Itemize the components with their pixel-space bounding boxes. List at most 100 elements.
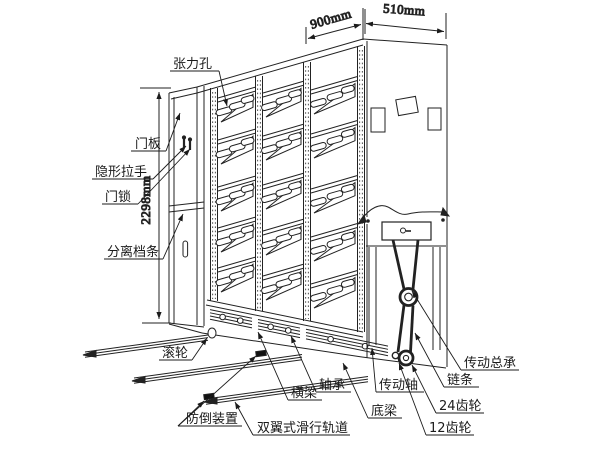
tension-hole-slot — [340, 84, 355, 94]
keyhole-icon — [400, 227, 411, 234]
rail-end-cap — [82, 349, 97, 358]
tension-hole-slot — [326, 238, 344, 248]
floor-rail — [205, 376, 369, 405]
upright-post — [210, 88, 218, 301]
shelf-row — [215, 216, 256, 253]
upright-post — [255, 76, 263, 311]
tension-hole-slot — [326, 190, 344, 200]
callouts: 张力孔 门板 隐形拉手 门锁 分离档条 滚轮 防倒装置 双翼式滑行轨道 横梁 轴… — [92, 57, 519, 436]
rail-end-cap — [131, 375, 146, 384]
shelf-row — [215, 175, 256, 212]
label-bearing: 轴承 — [319, 378, 345, 393]
bearing-leader — [290, 335, 317, 393]
tension-hole-leader — [218, 70, 228, 107]
label-door-panel: 门板 — [135, 137, 161, 152]
floor-rail — [133, 354, 303, 384]
shelf-row — [215, 128, 256, 165]
base-crossbeams — [209, 309, 253, 329]
shelf-row — [310, 223, 358, 262]
bearing-circle — [284, 327, 292, 334]
door-lock-leader — [137, 148, 191, 205]
base-crossbeams — [257, 318, 301, 339]
tension-hole-slot — [288, 181, 302, 191]
tension-hole-slot — [326, 285, 344, 295]
width-dimension-line — [307, 31, 335, 40]
tension-hole-slot — [288, 227, 302, 237]
tension-hole-slot — [326, 135, 344, 145]
label-anti-tip: 防倒装置 — [186, 411, 238, 427]
upright-post — [303, 62, 311, 321]
chain-upper-left — [391, 239, 406, 290]
bearing-circle — [267, 323, 274, 331]
door-assembly — [168, 86, 205, 328]
floor-tracks — [84, 334, 369, 405]
top-beam — [196, 38, 364, 94]
chain-leader — [414, 332, 445, 388]
label-door-lock: 门锁 — [105, 189, 131, 205]
chain-lower-left — [396, 304, 406, 353]
roller-leader — [191, 337, 208, 361]
bearing-circle — [219, 313, 226, 321]
hidden-handle-leader — [152, 145, 187, 180]
bearing-circle — [236, 317, 244, 324]
drive-mechanism — [381, 221, 432, 367]
card-holder — [370, 107, 386, 133]
roller-wheel — [207, 327, 217, 339]
label-gear-24: 24齿轮 — [439, 399, 482, 414]
label-drive-shaft: 传动轴 — [379, 378, 418, 393]
tension-hole-slot — [240, 136, 255, 146]
shelf-row — [310, 175, 358, 214]
tension-hole-slot — [310, 244, 327, 255]
tension-hole-slot — [340, 278, 355, 288]
shelf-row — [261, 80, 304, 118]
tension-hole-slot — [288, 272, 302, 282]
shelf-row — [261, 172, 304, 210]
tension-hole-slot — [326, 91, 344, 101]
door-panel-leader — [165, 112, 181, 152]
gear12-leader — [398, 362, 427, 436]
door-lock-slot — [182, 240, 189, 258]
depth-dimension: 510mm — [383, 1, 426, 19]
tension-hole-slot — [288, 132, 302, 142]
tension-hole-slot — [310, 97, 327, 108]
chain-lower-right — [409, 305, 415, 353]
bottom-beam-leader — [342, 362, 369, 419]
bearing-circle — [327, 335, 334, 343]
label-bottom-beam: 底梁 — [371, 403, 397, 419]
tension-hole-slot — [340, 128, 355, 138]
shelf-row — [215, 86, 256, 123]
tension-hole-slot — [340, 231, 355, 241]
slide-track-leader — [234, 401, 254, 436]
track-hardware — [82, 327, 267, 405]
shelf-row — [261, 218, 304, 256]
break-line-end — [440, 206, 451, 217]
label-tension-hole: 张力孔 — [173, 57, 212, 72]
break-line-wavy — [361, 205, 447, 220]
drive-shaft-leader — [370, 347, 377, 393]
label-slide-track: 双翼式滑行轨道 — [257, 421, 348, 436]
shelf-structure — [168, 46, 389, 358]
tension-hole-slot — [240, 183, 255, 193]
tension-hole-slot — [240, 94, 255, 104]
separator-strip-leader — [162, 213, 184, 260]
shelf-row — [261, 123, 304, 161]
shelf-row — [215, 256, 256, 293]
card-holder — [427, 107, 442, 131]
tension-hole-slot — [240, 264, 255, 274]
gear24-leader — [411, 364, 437, 414]
height-dimension: 2298mm — [138, 175, 153, 224]
label-separator-strip: 分离档条 — [107, 244, 159, 260]
shelf-row — [310, 76, 358, 115]
bearing-circle — [361, 342, 369, 350]
label-hidden-handle: 隐形拉手 — [95, 165, 147, 180]
cross-beam-leader — [257, 331, 289, 401]
rail-end-cap — [203, 396, 218, 405]
separator-strip-rail — [168, 201, 205, 207]
anti-tip-clamp — [255, 349, 267, 358]
label-roller: 滚轮 — [162, 345, 188, 361]
anti-tip-clamp — [203, 392, 215, 401]
label-chain: 链条 — [447, 372, 473, 388]
label-gear-12: 12齿轮 — [429, 421, 472, 436]
label-transmission: 传动总承 — [464, 356, 516, 371]
